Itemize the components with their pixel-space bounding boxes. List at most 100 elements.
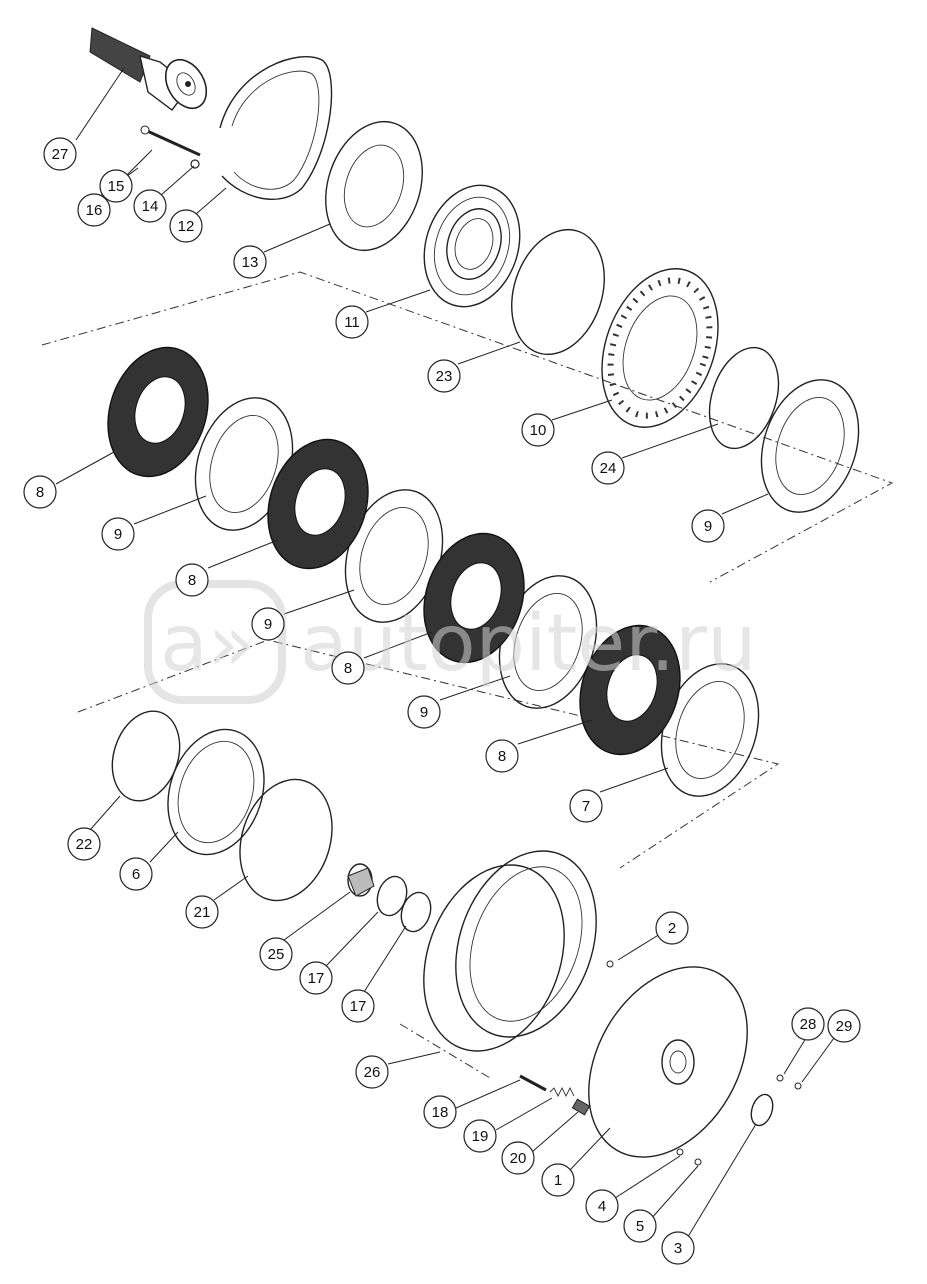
bushing-part-25 <box>347 863 375 897</box>
watermark-text: autopiter.ru <box>300 599 757 689</box>
bearing-part-11 <box>423 184 521 308</box>
svg-text:28: 28 <box>800 1016 817 1033</box>
callout-9-b: 9 <box>251 607 285 641</box>
callout-21: 21 <box>185 895 219 929</box>
svg-text:13: 13 <box>242 254 259 271</box>
callout-24: 24 <box>591 451 625 485</box>
svg-text:17: 17 <box>308 970 325 987</box>
callout-9-c: 9 <box>407 695 441 729</box>
svg-text:15: 15 <box>108 178 125 195</box>
friction-disc-part-8-c <box>423 532 525 664</box>
svg-text:18: 18 <box>432 1104 449 1121</box>
svg-text:8: 8 <box>188 572 196 589</box>
slotted-disc-part-10 <box>601 268 719 428</box>
callout-4: 4 <box>585 1189 619 1223</box>
plate-part-13 <box>325 120 423 252</box>
leader-lines <box>55 67 835 1241</box>
washer-part-14 <box>190 159 200 169</box>
callout-8-c: 8 <box>331 651 365 685</box>
ring-part-17-b <box>400 891 432 933</box>
middle-assembly-outline <box>77 639 780 869</box>
screw-part-5 <box>694 1158 702 1166</box>
o-ring-part-23 <box>511 228 605 356</box>
upper-assembly-outline <box>41 271 894 583</box>
svg-text:23: 23 <box>436 368 453 385</box>
svg-text:11: 11 <box>344 314 360 331</box>
callout-3: 3 <box>661 1231 695 1265</box>
svg-text:21: 21 <box>194 904 211 921</box>
callout-15: 15 <box>99 169 133 203</box>
callout-5: 5 <box>623 1209 657 1243</box>
callout-19: 19 <box>463 1119 497 1153</box>
svg-text:14: 14 <box>142 198 159 215</box>
o-ring-part-21 <box>239 778 333 902</box>
cover-plate-part-1 <box>588 966 748 1158</box>
callout-29: 29 <box>827 1009 861 1043</box>
pin-part-2 <box>606 960 614 968</box>
o-ring-part-24 <box>708 346 780 450</box>
svg-text:9: 9 <box>264 616 272 633</box>
callout-17-b: 17 <box>341 989 375 1023</box>
callout-10: 10 <box>521 413 555 447</box>
screw-part-29 <box>794 1082 802 1090</box>
svg-text:27: 27 <box>52 146 69 163</box>
callout-25: 25 <box>259 937 293 971</box>
svg-text:3: 3 <box>674 1240 682 1257</box>
callout-6: 6 <box>119 857 153 891</box>
callout-9-a: 9 <box>101 517 135 551</box>
svg-text:22: 22 <box>76 836 93 853</box>
callout-17-a: 17 <box>299 961 333 995</box>
shaft-part-27 <box>89 27 208 111</box>
callout-labels: 27 15 16 14 12 13 11 23 10 24 9 8 9 8 9 … <box>23 137 861 1265</box>
callout-13: 13 <box>233 245 267 279</box>
svg-text:16: 16 <box>86 202 103 219</box>
svg-text:4: 4 <box>598 1198 606 1215</box>
plug-part-20 <box>571 1098 591 1116</box>
friction-disc-part-8-b <box>267 438 369 570</box>
o-ring-part-22 <box>111 710 181 802</box>
spring-part-19 <box>549 1086 575 1098</box>
svg-text:7: 7 <box>582 798 590 815</box>
svg-text:9: 9 <box>420 704 428 721</box>
drum-part-26 <box>423 850 597 1052</box>
svg-text:17: 17 <box>350 998 367 1015</box>
callout-16: 16 <box>77 193 111 227</box>
svg-text:24: 24 <box>600 460 617 477</box>
watermark-logo-box <box>144 580 286 704</box>
washer-part-4 <box>676 1148 684 1156</box>
callout-26: 26 <box>355 1055 389 1089</box>
washer-part-28 <box>776 1074 784 1082</box>
callout-8-b: 8 <box>175 563 209 597</box>
snap-ring-part-12 <box>219 56 333 201</box>
svg-text:6: 6 <box>132 866 140 883</box>
separator-plate-part-9-upper <box>760 379 860 513</box>
callout-8-a: 8 <box>23 475 57 509</box>
callout-18: 18 <box>423 1095 457 1129</box>
svg-text:20: 20 <box>510 1150 527 1167</box>
callout-20: 20 <box>501 1141 535 1175</box>
svg-text:8: 8 <box>498 748 506 765</box>
svg-text:9: 9 <box>114 526 122 543</box>
callout-22: 22 <box>67 827 101 861</box>
callout-8-d: 8 <box>485 739 519 773</box>
svg-text:12: 12 <box>178 218 195 235</box>
svg-text:9: 9 <box>704 518 712 535</box>
pin-part-18 <box>519 1074 547 1092</box>
svg-text:10: 10 <box>530 422 547 439</box>
friction-disc-part-8-d <box>579 624 681 756</box>
callout-7: 7 <box>569 789 603 823</box>
callout-9-upper: 9 <box>691 509 725 543</box>
callout-14: 14 <box>133 189 167 223</box>
callout-28: 28 <box>791 1007 825 1041</box>
callout-23: 23 <box>427 359 461 393</box>
piston-part-6 <box>167 728 265 856</box>
svg-text:19: 19 <box>472 1128 489 1145</box>
svg-text:29: 29 <box>836 1018 853 1035</box>
watermark-logo-glyph: a» <box>160 599 256 689</box>
svg-text:1: 1 <box>554 1172 562 1189</box>
callout-12: 12 <box>169 209 203 243</box>
callout-2: 2 <box>655 911 689 945</box>
seal-part-3 <box>750 1093 774 1127</box>
svg-text:5: 5 <box>636 1218 644 1235</box>
